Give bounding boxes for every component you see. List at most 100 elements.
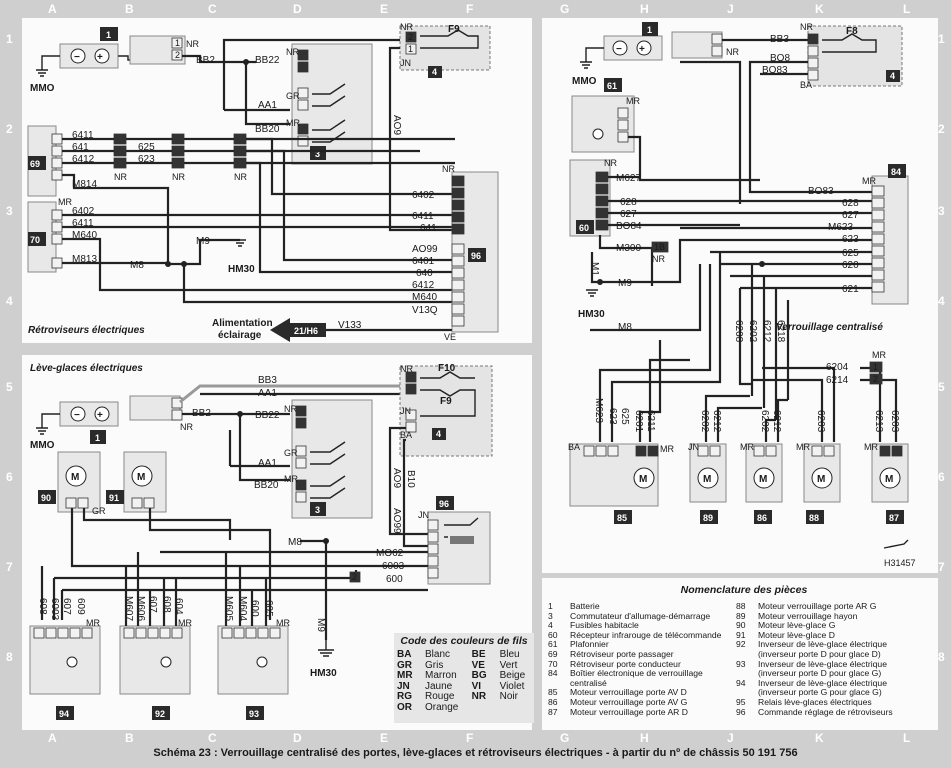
grid-number: 5	[938, 380, 945, 394]
wire-label: M1	[589, 262, 600, 276]
grid-number: 2	[938, 122, 945, 136]
wire-label: M627	[616, 173, 641, 184]
wire-label: 605	[263, 600, 274, 617]
badge-3: 3	[315, 505, 320, 515]
svg-text:MR: MR	[796, 442, 810, 452]
wire-label: 641	[420, 223, 437, 234]
badge-4: 4	[890, 71, 895, 81]
nomenclature-label: Moteur verrouillage porte AV D	[570, 687, 687, 698]
wire-label: 6218	[775, 320, 786, 343]
nomenclature-label: Relais lève-glaces électriques	[758, 697, 872, 707]
section-title-leve: Lève-glaces électriques	[30, 363, 143, 374]
grid-number: 4	[6, 294, 13, 308]
legend-code: OR	[397, 701, 412, 713]
nomenclature-label: Moteur verrouillage porte AR D	[570, 706, 688, 717]
svg-text:JN: JN	[418, 510, 429, 520]
section-verrouillage: − + 1 MMO NR BB3 NR BA F8 4 BO8 BO83 61 …	[568, 22, 916, 568]
wire-label: M814	[72, 179, 97, 190]
wire-label: 6208	[733, 320, 744, 343]
wire-label: M8	[130, 260, 144, 271]
wire-label: BB2	[196, 55, 215, 66]
svg-text:MR: MR	[86, 618, 100, 628]
fuse-f8: F8	[846, 26, 858, 37]
badge-61: 61	[607, 81, 617, 91]
wire-label: 625	[842, 248, 859, 259]
badge-1: 1	[647, 25, 652, 35]
badge-4: 4	[432, 67, 437, 77]
badge-89: 89	[703, 513, 713, 523]
caption: Schéma 23 : Verrouillage centralisé des …	[153, 747, 798, 759]
wire-label: 607	[147, 596, 158, 613]
svg-text:+: +	[639, 44, 645, 55]
signature-mark	[883, 539, 909, 549]
wire-label: BB22	[255, 410, 280, 421]
wire-label: 6412	[72, 154, 95, 165]
nomenclature-label: Rétroviseur porte passager	[570, 649, 674, 659]
wire-label: 627	[620, 209, 637, 220]
nomenclature-item: (inverseur porte D pour glace G)	[736, 668, 881, 679]
legend-row: MR Marron BG Beige	[394, 670, 534, 682]
svg-text:BA: BA	[400, 430, 412, 440]
grid-letter: J	[727, 731, 734, 745]
wire-label: 6201	[633, 410, 644, 433]
svg-text:NR: NR	[286, 47, 299, 57]
wire-label: BO83	[808, 186, 834, 197]
grid-number: 1	[6, 32, 13, 46]
legend-code: BA	[397, 649, 412, 660]
wire-label: M623	[593, 398, 604, 423]
svg-text:NR: NR	[284, 404, 297, 414]
legend-row: JN Jaune VI Violet	[394, 680, 534, 693]
svg-text:NR: NR	[726, 47, 739, 57]
svg-text:MR: MR	[872, 350, 886, 360]
wire-label: 607	[61, 598, 72, 615]
svg-text:MR: MR	[284, 474, 298, 484]
wire-label: 6411	[72, 130, 94, 141]
wire-label: M9	[315, 618, 326, 632]
badge-87: 87	[889, 513, 899, 523]
svg-text:M: M	[885, 474, 893, 485]
svg-text:1: 1	[873, 362, 878, 372]
svg-text:2: 2	[175, 50, 180, 60]
svg-text:2: 2	[352, 572, 357, 582]
nomenclature-number: 69	[548, 649, 558, 659]
grid-number: 2	[6, 122, 13, 136]
grid-number: 8	[6, 650, 13, 664]
svg-text:NR: NR	[186, 39, 199, 49]
svg-text:NR: NR	[800, 22, 813, 32]
svg-text:2: 2	[408, 32, 413, 42]
fuse-f10: F10	[438, 363, 456, 374]
svg-text:M: M	[71, 472, 79, 483]
wire-label: M606	[135, 596, 146, 621]
svg-text:MR: MR	[626, 96, 640, 106]
grid-number: 7	[6, 560, 13, 574]
wire-label: 6204	[826, 362, 849, 373]
badge-94: 94	[59, 709, 69, 719]
wire-label: 6212	[711, 410, 722, 433]
nomenclature-number: 70	[548, 658, 558, 669]
svg-text:NR: NR	[180, 422, 193, 432]
svg-text:MR: MR	[864, 442, 878, 452]
svg-text:VE: VE	[444, 332, 456, 342]
hm30-label: HM30	[228, 264, 255, 275]
wire-label: 6213	[873, 410, 884, 433]
legend-code: JN	[397, 680, 410, 692]
wire-label: 6211	[645, 410, 656, 432]
alim-label-1: Alimentation	[212, 318, 273, 329]
wire-label: M813	[72, 254, 97, 265]
nomenclature-number: 1	[548, 601, 553, 611]
grid-letter: B	[125, 731, 134, 745]
nomenclature-label: Moteur verrouillage porte AV G	[570, 697, 688, 707]
badge-96: 96	[471, 251, 481, 261]
